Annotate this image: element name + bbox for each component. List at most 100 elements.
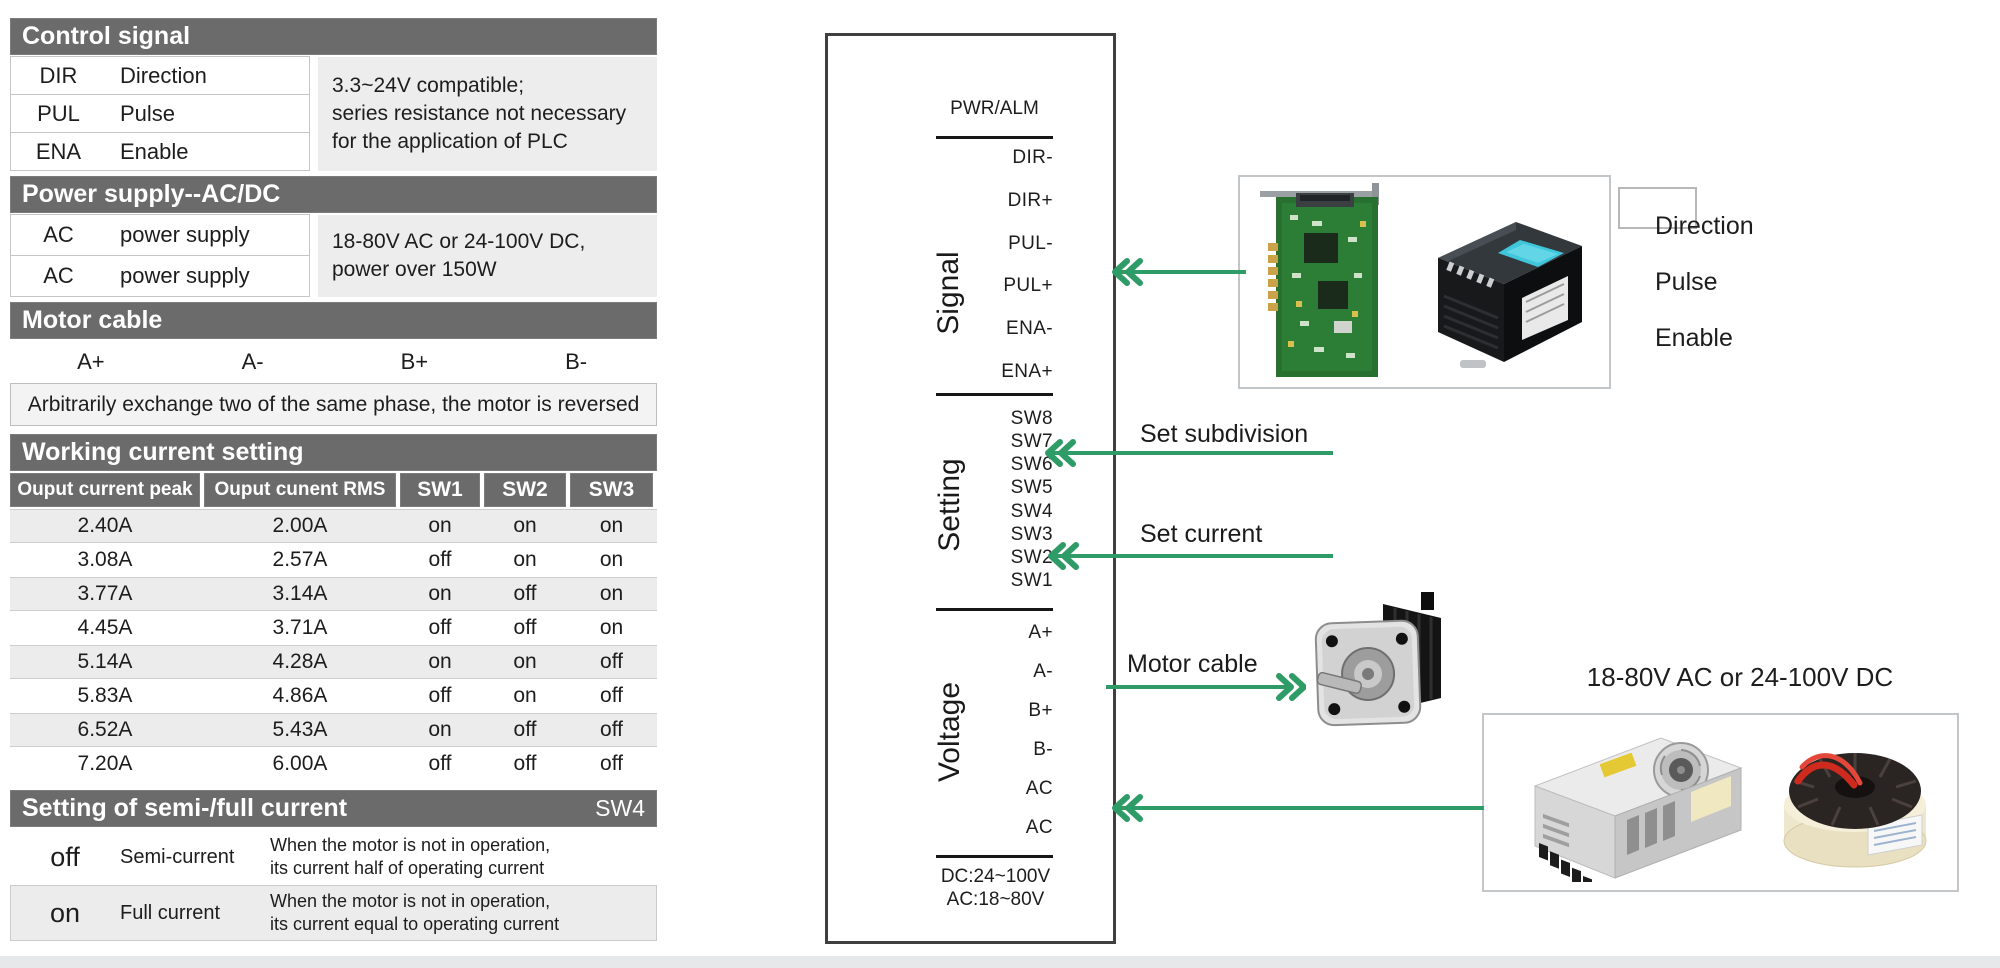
switch-state: on	[49, 897, 81, 928]
pin-label: DIR-	[1012, 147, 1053, 169]
terminal-label: B-	[565, 349, 588, 374]
note-line: 18-80V AC or 24-100V DC,	[332, 230, 586, 254]
sw2-cell: on	[513, 514, 537, 537]
table-row: 5.83A 4.86A off on off	[10, 679, 657, 713]
column-header: SW3	[570, 473, 653, 507]
sw2-cell: off	[513, 752, 537, 775]
section-title: Control signal	[22, 22, 191, 50]
pin-label: DIR+	[1007, 189, 1053, 211]
semi-full-table: off Semi-current When the motor is not i…	[10, 829, 657, 941]
sw1-cell: on	[428, 514, 452, 537]
signal-label: Enable	[120, 138, 189, 164]
peak-current-cell: 2.40A	[77, 514, 133, 537]
signal-code: ENA	[35, 138, 82, 164]
rms-current-cell: 6.00A	[272, 752, 328, 775]
peak-current-cell: 5.83A	[77, 684, 133, 707]
mode-description: When the motor is not in operation, its …	[270, 834, 657, 880]
note-line: for the application of PLC	[332, 129, 568, 153]
supply-label: power supply	[120, 263, 250, 288]
peak-current-cell: 6.52A	[77, 718, 133, 741]
pin-label: A-	[1033, 661, 1053, 683]
sw1-cell: on	[428, 650, 452, 673]
empty-callout-box	[1618, 187, 1697, 229]
sw1-cell: off	[428, 616, 452, 639]
current-mode: Semi-current	[120, 845, 235, 868]
rms-current-cell: 4.86A	[272, 684, 328, 707]
pcb-image	[1260, 183, 1379, 377]
peak-current-cell: 3.08A	[77, 548, 133, 571]
sw3-cell: on	[599, 582, 624, 605]
section-title: Power supply--AC/DC	[22, 180, 281, 208]
rms-current-cell: 4.28A	[272, 650, 328, 673]
pin-label: SW5	[1010, 477, 1053, 499]
sw2-cell: off	[513, 616, 537, 639]
note-line: series resistance not necessary	[332, 102, 627, 126]
mode-description: When the motor is not in operation, its …	[270, 890, 657, 936]
signal-label: Direction	[120, 62, 207, 88]
set-current-label: Set current	[1140, 520, 1263, 548]
switching-psu-image	[1533, 737, 1743, 882]
terminal-label: A+	[77, 349, 105, 374]
pin-label: PUL+	[1003, 275, 1053, 297]
rms-current-cell: 3.14A	[272, 582, 328, 605]
sw1-cell: on	[428, 718, 452, 741]
current-mode: Full current	[120, 901, 221, 924]
divider	[936, 136, 1053, 139]
section-header-control-signal: Control signal	[10, 18, 657, 55]
table-row: off Semi-current When the motor is not i…	[10, 829, 657, 885]
switch-state: off	[50, 841, 80, 872]
control-signal-note: 3.3~24V compatible;series resistance not…	[318, 57, 657, 171]
peak-current-cell: 7.20A	[77, 752, 133, 775]
plc-image	[1438, 222, 1582, 368]
description-line: its current half of operating current	[270, 858, 545, 878]
supply-label: power supply	[120, 222, 250, 247]
pin-label: SW2	[1010, 547, 1053, 569]
sw1-cell: on	[428, 582, 452, 605]
sw3-cell: off	[600, 650, 623, 673]
supply-code: AC	[43, 222, 74, 247]
description-line: When the motor is not in operation,	[270, 834, 551, 855]
peak-current-cell: 3.77A	[77, 582, 133, 605]
pin-label: ENA-	[1006, 317, 1053, 339]
ac-power-arrow	[1112, 794, 1484, 822]
power-supply-note: 18-80V AC or 24-100V DC, power over 150W	[318, 215, 657, 297]
note-line: power over 150W	[332, 258, 497, 281]
pin-label: SW8	[1010, 407, 1053, 429]
power-supply-table: AC power supply AC power supply	[10, 214, 310, 297]
power-supply-body: AC power supply AC power supply 18-80V A…	[10, 214, 657, 297]
spec-panel: Control signal DIR Direction PUL Pulse	[10, 18, 657, 941]
psu-voltage-caption: 18-80V AC or 24-100V DC	[1586, 662, 1894, 692]
pin-label: ENA+	[1001, 360, 1053, 382]
rms-current-cell: 3.71A	[272, 616, 328, 639]
signal-code: PUL	[37, 100, 80, 126]
table-row: 7.20A 6.00A off off off	[10, 747, 657, 781]
supply-code: AC	[43, 263, 74, 288]
pin-label: B-	[1033, 738, 1053, 760]
signal-label: Pulse	[120, 100, 176, 126]
sw2-cell: on	[513, 650, 537, 673]
table-row: 6.52A 5.43A on off off	[10, 713, 657, 747]
toroidal-transformer-image	[1783, 753, 1927, 868]
pin-label: AC	[1025, 777, 1053, 799]
divider	[936, 393, 1053, 396]
signal-pins: DIR- DIR+ PUL- PUL+ ENA- ENA+	[888, 137, 1053, 393]
sw1-cell: off	[428, 752, 452, 775]
rms-current-cell: 2.00A	[272, 514, 328, 537]
pin-label: SW1	[1010, 570, 1053, 592]
divider	[936, 855, 1053, 858]
section-header-power-supply: Power supply--AC/DC	[10, 176, 657, 213]
sw2-cell: on	[513, 548, 537, 571]
pin-label: AC	[1025, 816, 1053, 838]
section-title: Working current setting	[22, 438, 304, 466]
terminal-label: A-	[241, 349, 264, 374]
sw1-cell: off	[428, 548, 452, 571]
driver-outline: PWR/ALM Signal DIR-DIR+PUL-PUL+ENA-ENA+ …	[825, 33, 1116, 944]
sw3-cell: off	[600, 752, 623, 775]
section-title: Motor cable	[22, 306, 163, 334]
motor-cable-label: Motor cable	[1127, 650, 1258, 678]
pin-label: PUL-	[1008, 232, 1053, 254]
sw3-cell: off	[600, 718, 623, 741]
